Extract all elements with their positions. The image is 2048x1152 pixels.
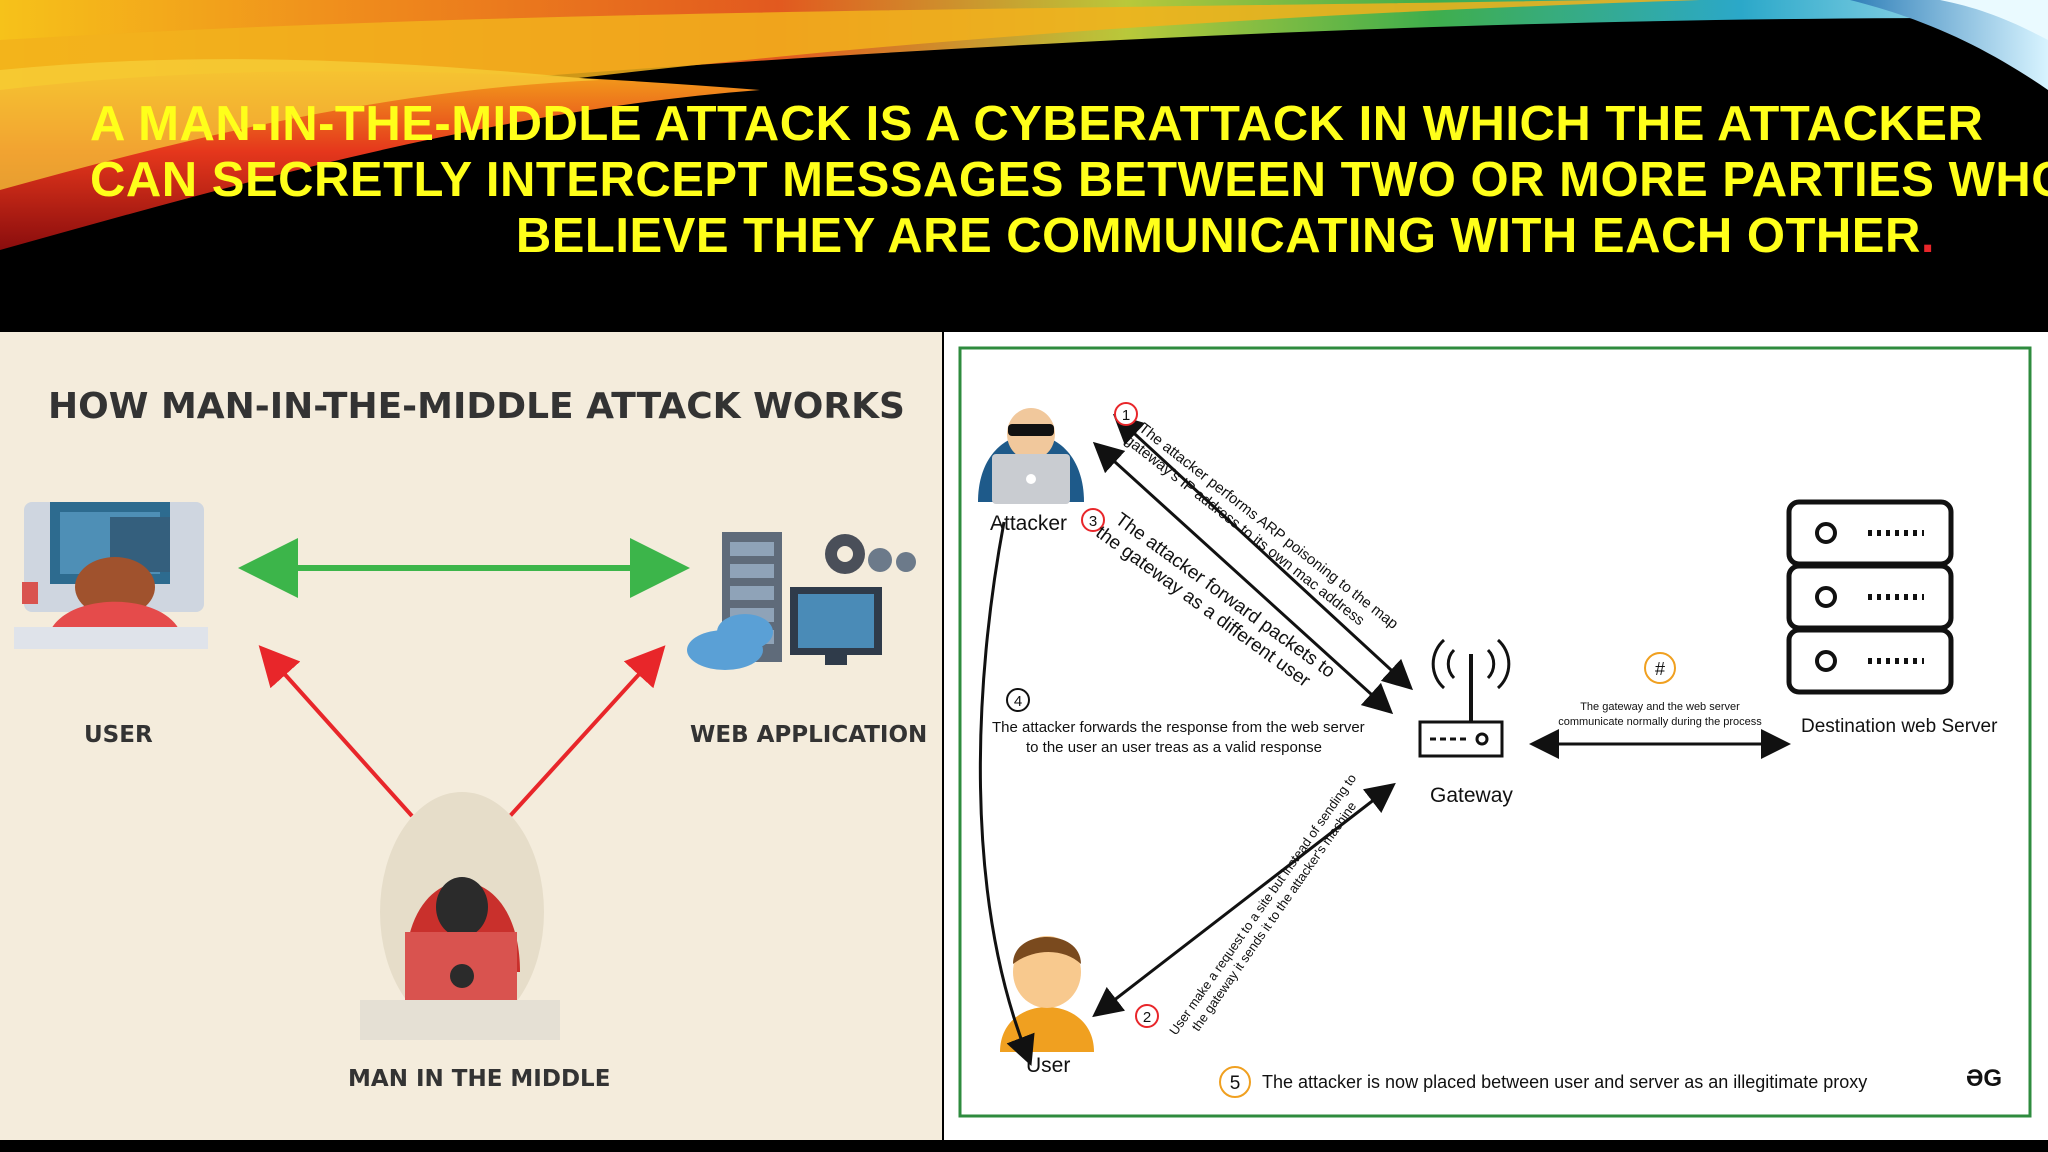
attacker-to-user-curve [978, 521, 1035, 1066]
step3-circle [1081, 508, 1105, 532]
step2-circle [1135, 1004, 1159, 1028]
step2-num: 2 [1143, 1009, 1151, 1026]
step4-line1: The attacker forwards the response from … [992, 719, 1365, 736]
attacker-to-webapp-arrow [508, 645, 666, 818]
step5-num: 5 [1230, 1073, 1241, 1094]
server-icon [1786, 499, 1954, 695]
step5-text: The attacker is now placed between user … [1262, 1072, 1867, 1092]
step4-circle [1006, 688, 1030, 712]
left-diagram: HOW MAN-IN-THE-MIDDLE ATTACK WORKS USER [14, 386, 927, 1092]
user-label-right: User [1026, 1054, 1070, 1077]
user-workstation-icon [14, 502, 208, 649]
step1-circle [1114, 402, 1138, 426]
user-request-arrow [1092, 782, 1396, 1018]
title-line-1: A MAN-IN-THE-MIDDLE ATTACK IS A CYBERATT… [90, 97, 1984, 151]
hash-circle [1644, 652, 1676, 684]
right-diagram: Attacker Gateway User [958, 346, 2032, 1118]
title-line-2: CAN SECRETLY INTERCEPT MESSAGES BETWEEN … [90, 153, 2048, 207]
step4-num: 4 [1014, 693, 1022, 710]
left-diagram-panel: HOW MAN-IN-THE-MIDDLE ATTACK WORKS USER [0, 332, 942, 1140]
step5-circle [1219, 1066, 1251, 1098]
attacker-label: Attacker [990, 512, 1067, 535]
server-label: Destination web Server [1801, 716, 1998, 737]
left-heading: HOW MAN-IN-THE-MIDDLE ATTACK WORKS [48, 386, 905, 427]
slide-title: A MAN-IN-THE-MIDDLE ATTACK IS A CYBERATT… [90, 96, 2048, 264]
hash-num: # [1655, 659, 1665, 679]
right-diagram-panel: Attacker Gateway User [944, 332, 2048, 1140]
step4-line2: to the user an user treas as a valid res… [1026, 739, 1322, 756]
gfg-logo: ƏG [1966, 1065, 2002, 1092]
title-line-3: BELIEVE THEY ARE COMMUNICATING WITH EACH… [90, 208, 1935, 264]
attacker-to-user-arrow [258, 645, 414, 818]
attacker-icon [978, 408, 1084, 504]
gateway-label: Gateway [1430, 784, 1513, 807]
web-application-icon [687, 532, 916, 670]
hacker-icon [360, 792, 560, 1040]
webapp-label: WEB APPLICATION [690, 722, 927, 748]
slide-banner [0, 0, 2048, 330]
step1-num: 1 [1122, 407, 1130, 424]
title-period: . [1920, 209, 1935, 263]
title-line-3-text: BELIEVE THEY ARE COMMUNICATING WITH EACH… [515, 209, 1921, 263]
mitm-label: MAN IN THE MIDDLE [348, 1066, 610, 1092]
hash-line2: communicate normally during the process [1558, 716, 1762, 728]
step3-num: 3 [1089, 513, 1097, 530]
forward-packets-arrow [1092, 441, 1394, 715]
router-icon [1418, 638, 1511, 758]
hash-line1: The gateway and the web server [1580, 701, 1740, 713]
user-label: USER [84, 722, 153, 748]
